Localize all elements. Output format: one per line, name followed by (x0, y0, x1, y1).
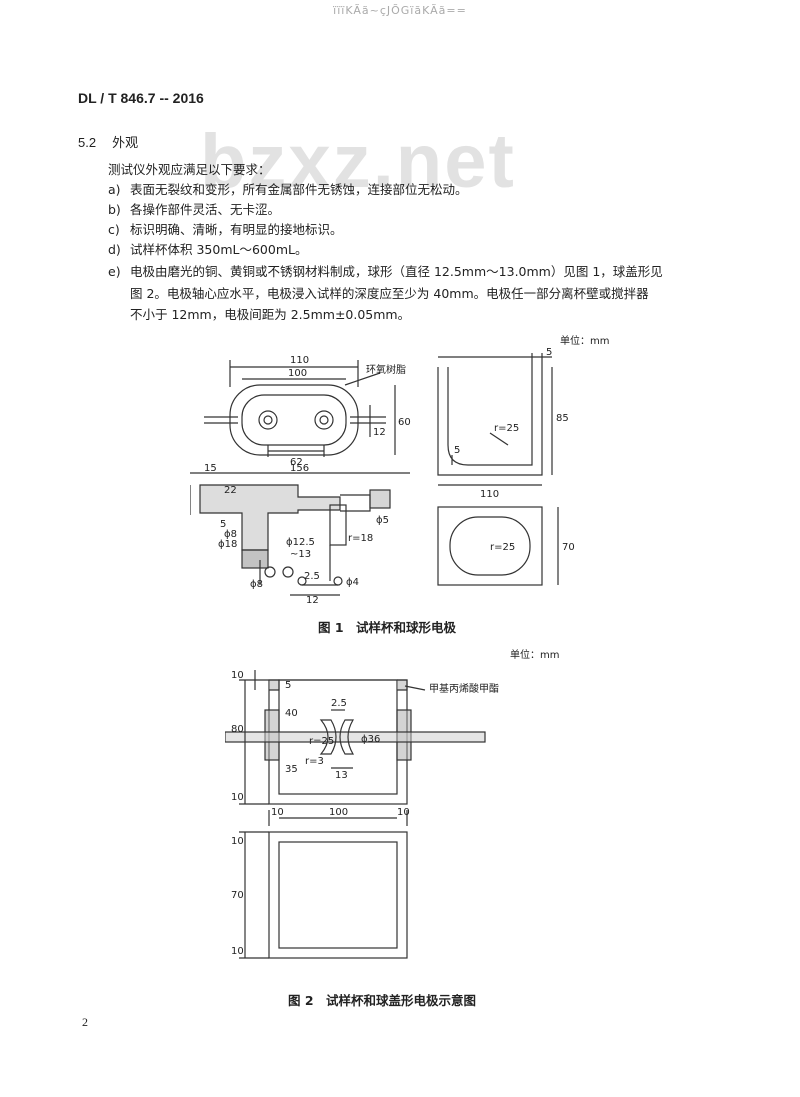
fig2-phi36: ϕ36 (361, 734, 380, 745)
fig2-r3: r=3 (305, 756, 324, 767)
fig1-phi8b: ϕ8 (250, 579, 263, 590)
fig2-dim-40: 40 (285, 708, 298, 719)
fig1-dim-12b: 12 (306, 595, 319, 605)
fig1-dim-62: 62 (290, 457, 303, 468)
fig1-dim-22: 22 (224, 485, 237, 496)
list-item-continuation: 不小于 12mm，电极间距为 2.5mm±0.05mm。 (130, 307, 411, 322)
fig1-unit-label: 单位：mm (560, 336, 610, 347)
figure-2-drawing: 10 5 80 40 35 10 2.5 r=25 ϕ36 r=3 13 10 … (225, 670, 499, 959)
header-garbled-text: ïïïKÃã~çJÕGïãKÃã== (333, 4, 467, 17)
document-number: DL / T 846.7 -- 2016 (78, 90, 204, 106)
fig1-dim-12: 12 (373, 427, 386, 438)
list-item: d)试样杯体积 350mL～600mL。 (108, 242, 308, 257)
fig1-phi8: ϕ8 (224, 529, 237, 540)
section-number: 5.2 (78, 135, 97, 150)
figure-2-caption: 图 2 试样杯和球盖形电极示意图 (288, 993, 477, 1008)
fig1-dim-100: 100 (288, 368, 307, 379)
fig2-dim-10b: 10 (231, 792, 244, 803)
figure-1-caption: 图 1 试样杯和球形电极 (318, 620, 457, 635)
fig1-r25-side: r=25 (494, 423, 519, 434)
fig1-r18: r=18 (348, 533, 373, 544)
fig1-phi5: ϕ5 (376, 515, 389, 526)
fig1-dim-70: 70 (562, 542, 575, 553)
list-item: b)各操作部件灵活、无卡涩。 (108, 202, 281, 217)
fig1-dim-110: 110 (290, 355, 309, 366)
fig1-r25-top: r=25 (490, 542, 515, 553)
fig2-unit-label: 单位：mm (510, 650, 560, 661)
section-title: 外观 (112, 136, 139, 151)
fig1-dim-5c: 5 (220, 519, 226, 530)
fig1-dim-156: 156 (290, 463, 309, 474)
list-item-continuation: 图 2。电极轴心应水平，电极浸入试样的深度应至少为 40mm。电极任一部分离杯壁… (130, 286, 649, 301)
fig1-dim-85: 85 (556, 413, 569, 424)
fig2-dim-10f: 10 (231, 946, 244, 957)
fig2-dim-2-5: 2.5 (331, 698, 347, 709)
figure-1-drawing: 110 100 环氧树脂 60 12 62 5 85 r=25 5 110 15… (190, 347, 575, 605)
fig2-dim-10e: 10 (231, 836, 244, 847)
fig2-dim-10c: 10 (271, 807, 284, 818)
fig1-dim-110b: 110 (480, 489, 499, 500)
fig2-dim-5: 5 (285, 680, 291, 691)
fig2-dim-100: 100 (329, 807, 348, 818)
fig2-dim-80: 80 (231, 724, 244, 735)
fig1-phi4: ϕ4 (346, 577, 359, 588)
fig1-phi12-5: ϕ12.5 (286, 537, 315, 548)
fig1-dim-60: 60 (398, 417, 411, 428)
fig1-dim-15: 15 (204, 463, 217, 474)
intro-paragraph: 测试仪外观应满足以下要求： (108, 162, 271, 177)
list-item: c)标识明确、清晰，有明显的接地标识。 (108, 222, 343, 237)
fig1-dim-5b: 5 (454, 445, 460, 456)
list-item: a)表面无裂纹和变形，所有金属部件无锈蚀，连接部位无松动。 (108, 182, 468, 197)
fig2-r25: r=25 (309, 736, 334, 747)
watermark: bzxz.net (200, 119, 516, 204)
fig2-dim-35: 35 (285, 764, 298, 775)
fig2-dim-10d: 10 (397, 807, 410, 818)
fig1-approx-13: ~13 (290, 549, 311, 560)
fig1-phi18: ϕ18 (218, 539, 237, 550)
list-item: e)电极由磨光的铜、黄铜或不锈钢材料制成，球形（直径 12.5mm～13.0mm… (108, 264, 663, 279)
fig1-epoxy-label: 环氧树脂 (366, 363, 406, 376)
section-heading: 5.2 外观 (78, 132, 138, 151)
fig2-dim-13: 13 (335, 770, 348, 781)
fig1-dim-5: 5 (546, 347, 552, 358)
fig2-pmma-label: 甲基丙烯酸甲酯 (429, 682, 499, 695)
fig1-dim-2-5: 2.5 (304, 571, 320, 582)
page-number: 2 (82, 1015, 88, 1029)
fig2-dim-10a: 10 (231, 670, 244, 681)
fig2-dim-70: 70 (231, 890, 244, 901)
